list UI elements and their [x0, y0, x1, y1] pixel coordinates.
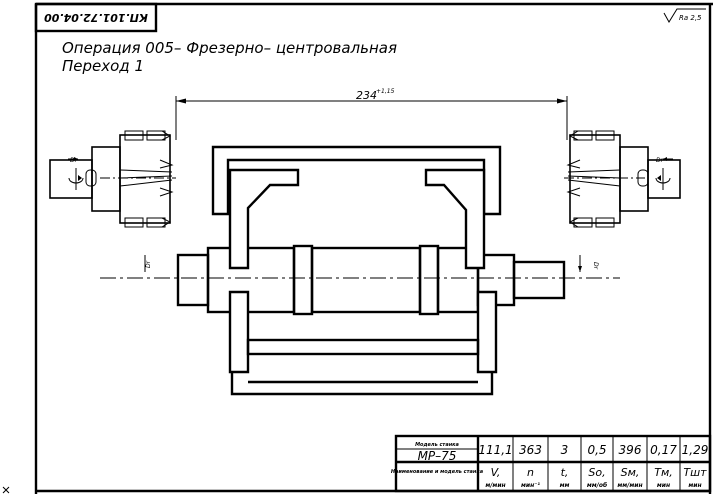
right-vertical-label: Dr [592, 262, 599, 270]
overall-dimension: 234 +1,15 [175, 88, 568, 140]
table-headers: V, м/мин n мин⁻¹ t, мм So, мм/об Sм, мм/мин Tм, мин… [485, 466, 707, 489]
parameters-table: Модель станка МР–75 Наименование и модел… [391, 434, 712, 493]
table-header-symbol-4: Sм, [621, 466, 640, 479]
roughness-mark: Ra 2,5 [663, 8, 706, 23]
right-feed-label: Dr [656, 157, 664, 164]
table-value-1: 363 [519, 443, 542, 457]
machine-row-label-text: Наименование и модель станка [391, 469, 484, 475]
clamping-fixture [211, 145, 502, 396]
operation-title: Операция 005– Фрезерно– центровальная [62, 39, 397, 57]
table-header-unit-0: м/мин [485, 482, 505, 489]
table-value-5: 0,17 [650, 443, 677, 457]
table-values: 111,1 363 3 0,5 396 0,17 1,29 [478, 443, 708, 457]
left-milling-head: Dr [49, 130, 176, 228]
document-code: КП.101.72.04.00 [44, 11, 148, 24]
table-value-3: 0,5 [587, 443, 606, 457]
table-header-unit-5: мин [657, 482, 670, 489]
dimension-value: 234 [356, 89, 377, 102]
machine-model: МР–75 [418, 449, 457, 463]
table-header-unit-6: мин [688, 482, 701, 489]
table-header-unit-1: мин⁻¹ [521, 482, 540, 489]
table-value-6: 1,29 [682, 443, 709, 457]
machine-row-label: Наименование и модель станка [391, 469, 484, 475]
table-header-symbol-2: t, [561, 466, 569, 479]
table-value-2: 3 [561, 443, 569, 457]
table-value-0: 111,1 [478, 443, 512, 457]
table-header-unit-3: мм/об [587, 482, 607, 489]
roughness-value: Ra 2,5 [679, 14, 702, 22]
workpiece-shaft: Dr Dr [100, 244, 620, 316]
table-header-symbol-3: So, [588, 466, 605, 479]
table-header-unit-2: мм [560, 482, 570, 489]
dimension-tolerance: +1,15 [376, 88, 395, 95]
transition-title: Переход 1 [62, 57, 144, 75]
left-feed-label: Dr [70, 157, 78, 164]
table-header-symbol-6: Tшт [683, 466, 707, 479]
machine-caption: Модель станка [415, 442, 459, 448]
table-header-symbol-1: n [527, 466, 534, 479]
table-value-4: 396 [619, 443, 642, 457]
table-header-symbol-5: Tм, [654, 466, 673, 479]
right-milling-head: Dr [564, 130, 681, 228]
document-stamp: КП.101.72.04.00 [34, 2, 158, 33]
table-header-unit-4: мм/мин [617, 482, 642, 489]
left-vertical-label: Dr [145, 260, 152, 268]
corner-tick [2, 486, 10, 494]
table-header-symbol-0: V, [491, 466, 501, 479]
